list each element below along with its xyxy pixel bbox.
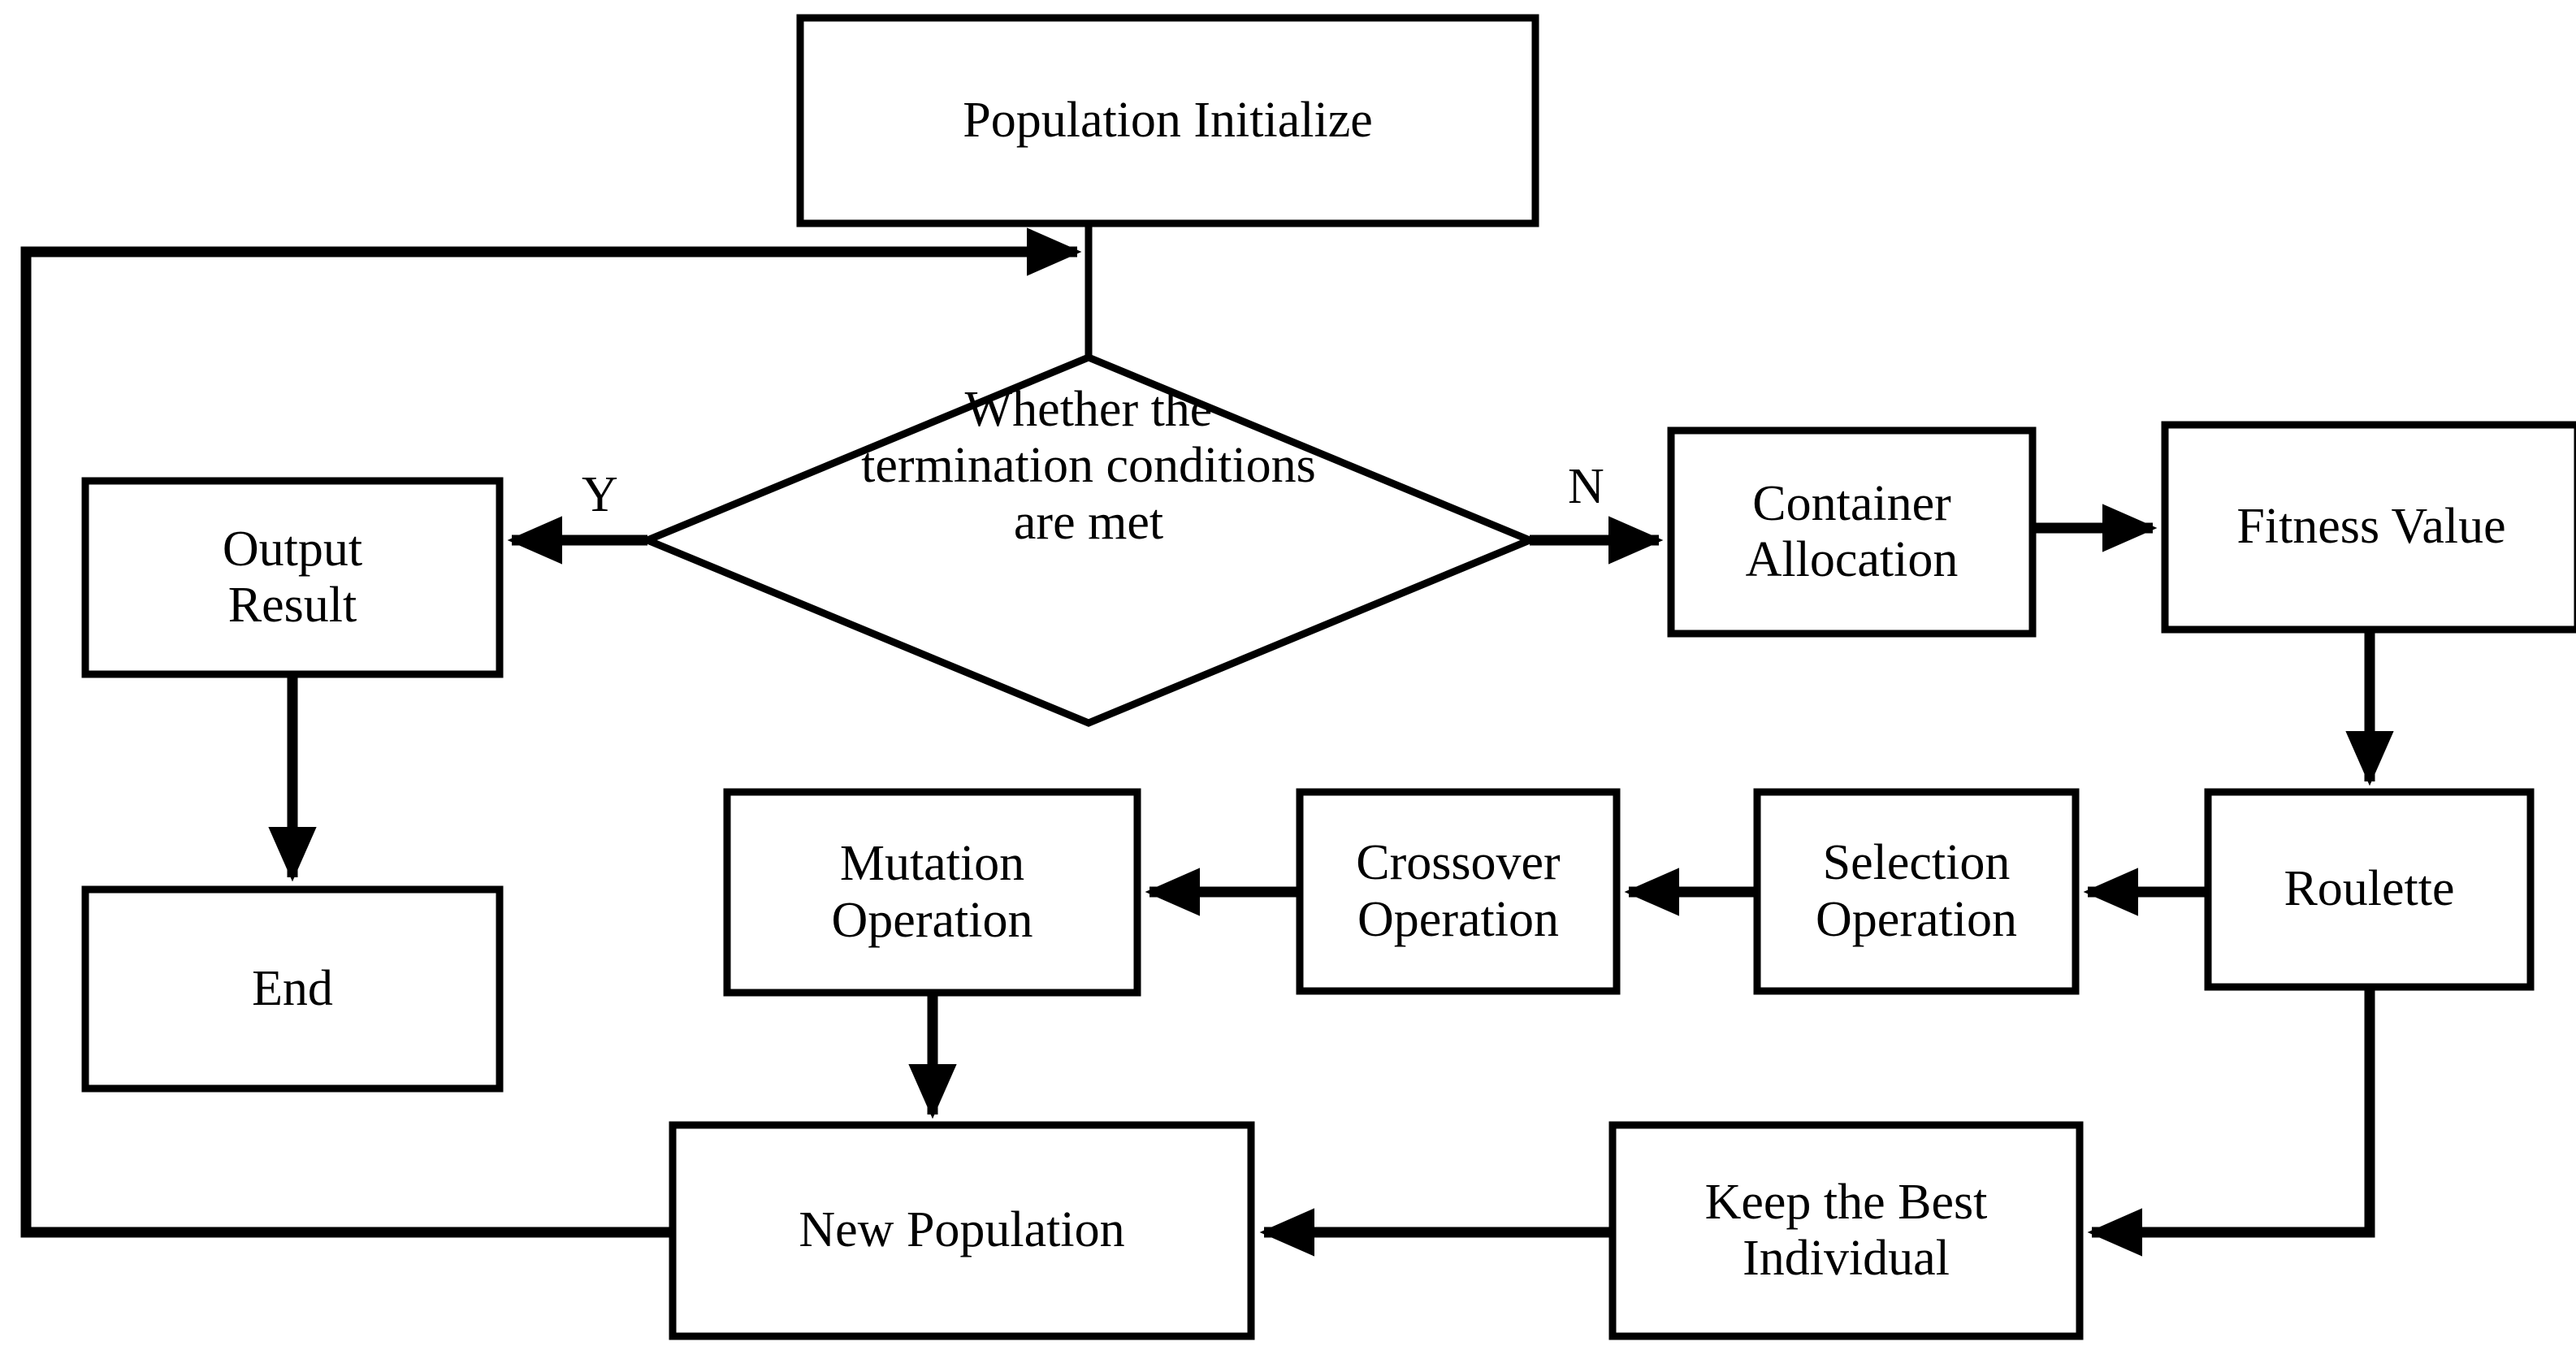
node-crossover-operation bbox=[1296, 788, 1621, 995]
node-fitness-value bbox=[2161, 421, 2576, 634]
edge-label-yes-branch: Y bbox=[582, 467, 618, 522]
node-selection-operation bbox=[1753, 788, 2080, 995]
node-mutation-operation bbox=[723, 788, 1141, 997]
node-container-allocation bbox=[1667, 426, 2037, 638]
node-end bbox=[81, 885, 504, 1093]
edge-label-no-branch: N bbox=[1568, 459, 1604, 514]
edge-roulette-to-keep-best-individual bbox=[2087, 987, 2375, 1257]
edge-new-population-to-decision-loop bbox=[20, 227, 1082, 1238]
node-roulette bbox=[2204, 788, 2535, 991]
node-population-initialize bbox=[796, 14, 1539, 227]
node-output-result bbox=[81, 477, 504, 678]
node-new-population bbox=[669, 1121, 1255, 1340]
node-keep-best-individual bbox=[1608, 1121, 2084, 1340]
node-termination-decision bbox=[638, 353, 1539, 727]
